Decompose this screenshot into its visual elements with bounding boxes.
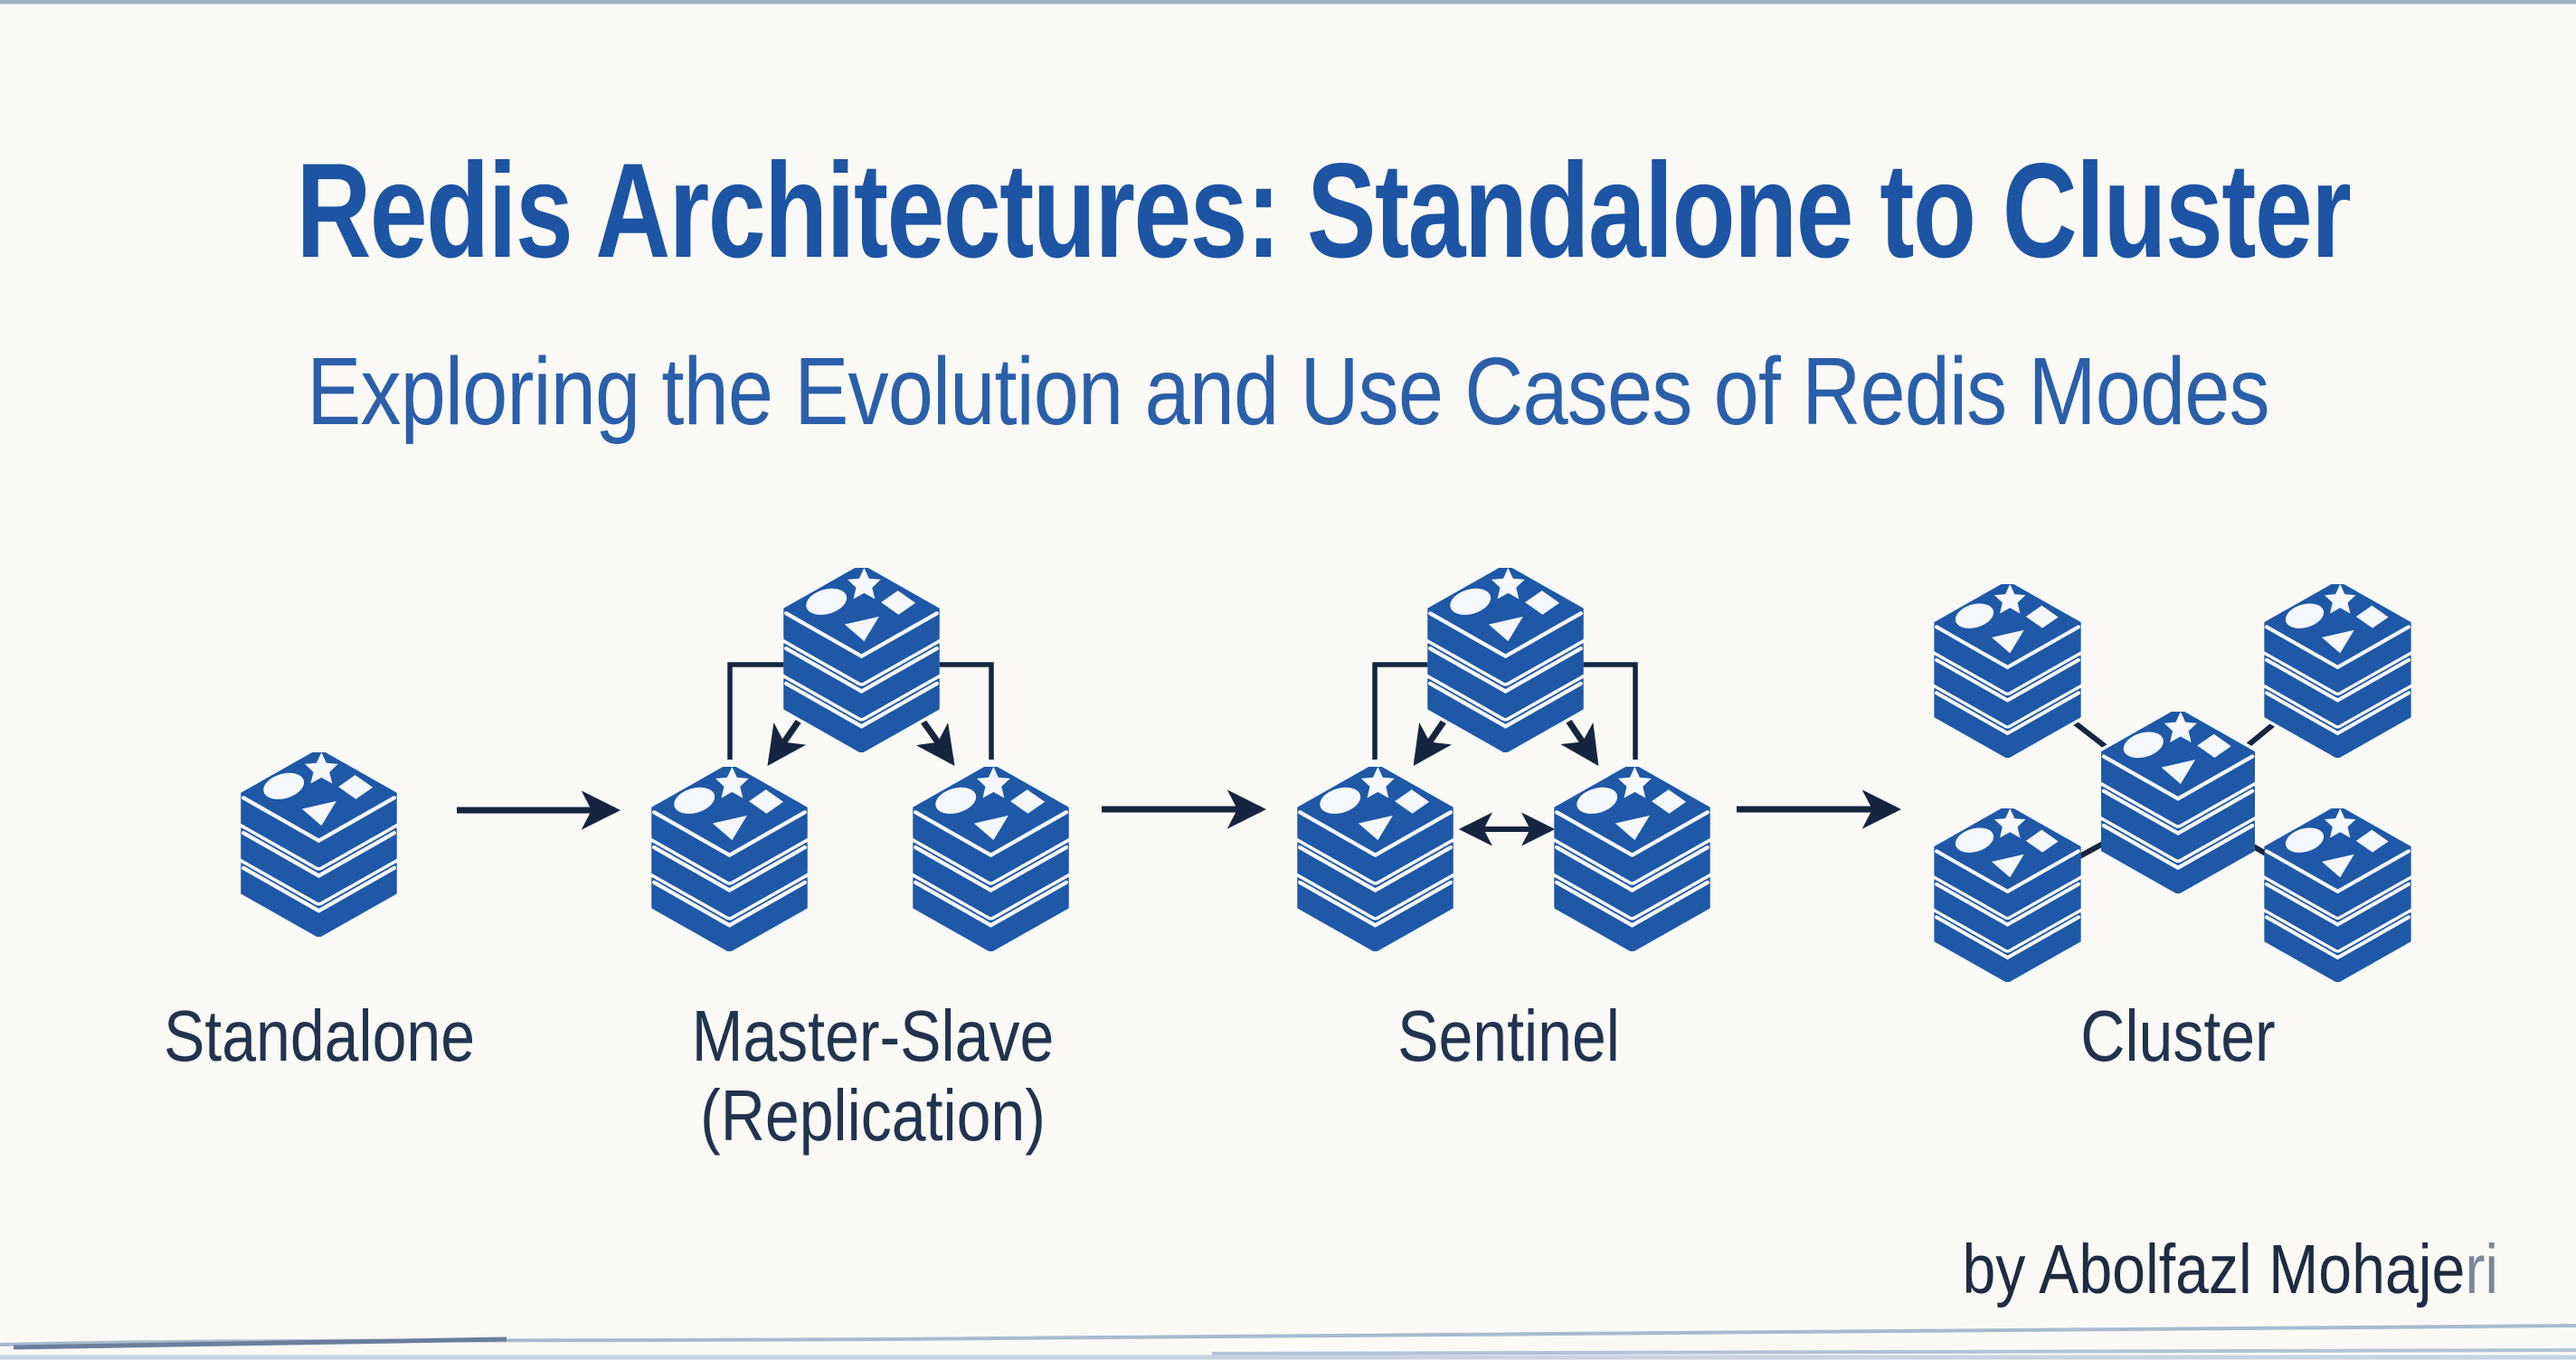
author-credit-text-tail: ri [2465,1231,2498,1308]
redis-stack-icon-cluster-center [2100,712,2256,893]
redis-stack-icon-masterslave-master [782,568,941,752]
author-credit: by Abolfazl Mohajeri [1962,1235,2498,1305]
bottom-rule-dark-segment [13,1336,507,1350]
sentinel-right-bracket [1579,662,1638,760]
section-label-text: Standalone [163,996,476,1076]
section-sublabel-text: (Replication) [700,1075,1046,1156]
redis-stack-icon-cluster-bottomleft [1933,808,2082,982]
redis-stack-icon-cluster-bottomright [2263,808,2412,982]
redis-stack-icon-standalone [240,752,398,937]
masterslave-right-bracket [935,662,994,760]
section-label-cluster: Cluster [2080,996,2275,1076]
redis-stack-icon-masterslave-slave-right [912,767,1070,951]
redis-stack-icon-sentinel-replica-right [1553,767,1711,951]
author-credit-text: by Abolfazl Mohaje [1962,1231,2466,1308]
section-label-text: Master-Slave [691,996,1055,1076]
sentinel-left-bracket [1372,662,1433,760]
redis-stack-icon-sentinel-replica-left [1296,767,1454,951]
section-label-masterslave: Master-Slave (Replication) [692,996,1055,1156]
section-label-sentinel: Sentinel [1397,996,1620,1076]
redis-stack-icon-sentinel-master [1426,568,1585,752]
page-subtitle: Exploring the Evolution and Use Cases of… [307,338,2269,445]
page-title: Redis Architectures: Standalone to Clust… [296,135,2352,286]
bottom-rule-mid [1211,1348,2576,1355]
section-label-text: Cluster [2080,996,2276,1076]
redis-stack-icon-masterslave-slave-left [650,767,809,951]
redis-stack-icon-cluster-topright [2263,584,2412,758]
masterslave-left-bracket [727,662,789,760]
section-label-text: Sentinel [1397,996,1620,1076]
section-label-standalone: Standalone [164,996,475,1076]
redis-stack-icon-cluster-topleft [1933,584,2082,758]
